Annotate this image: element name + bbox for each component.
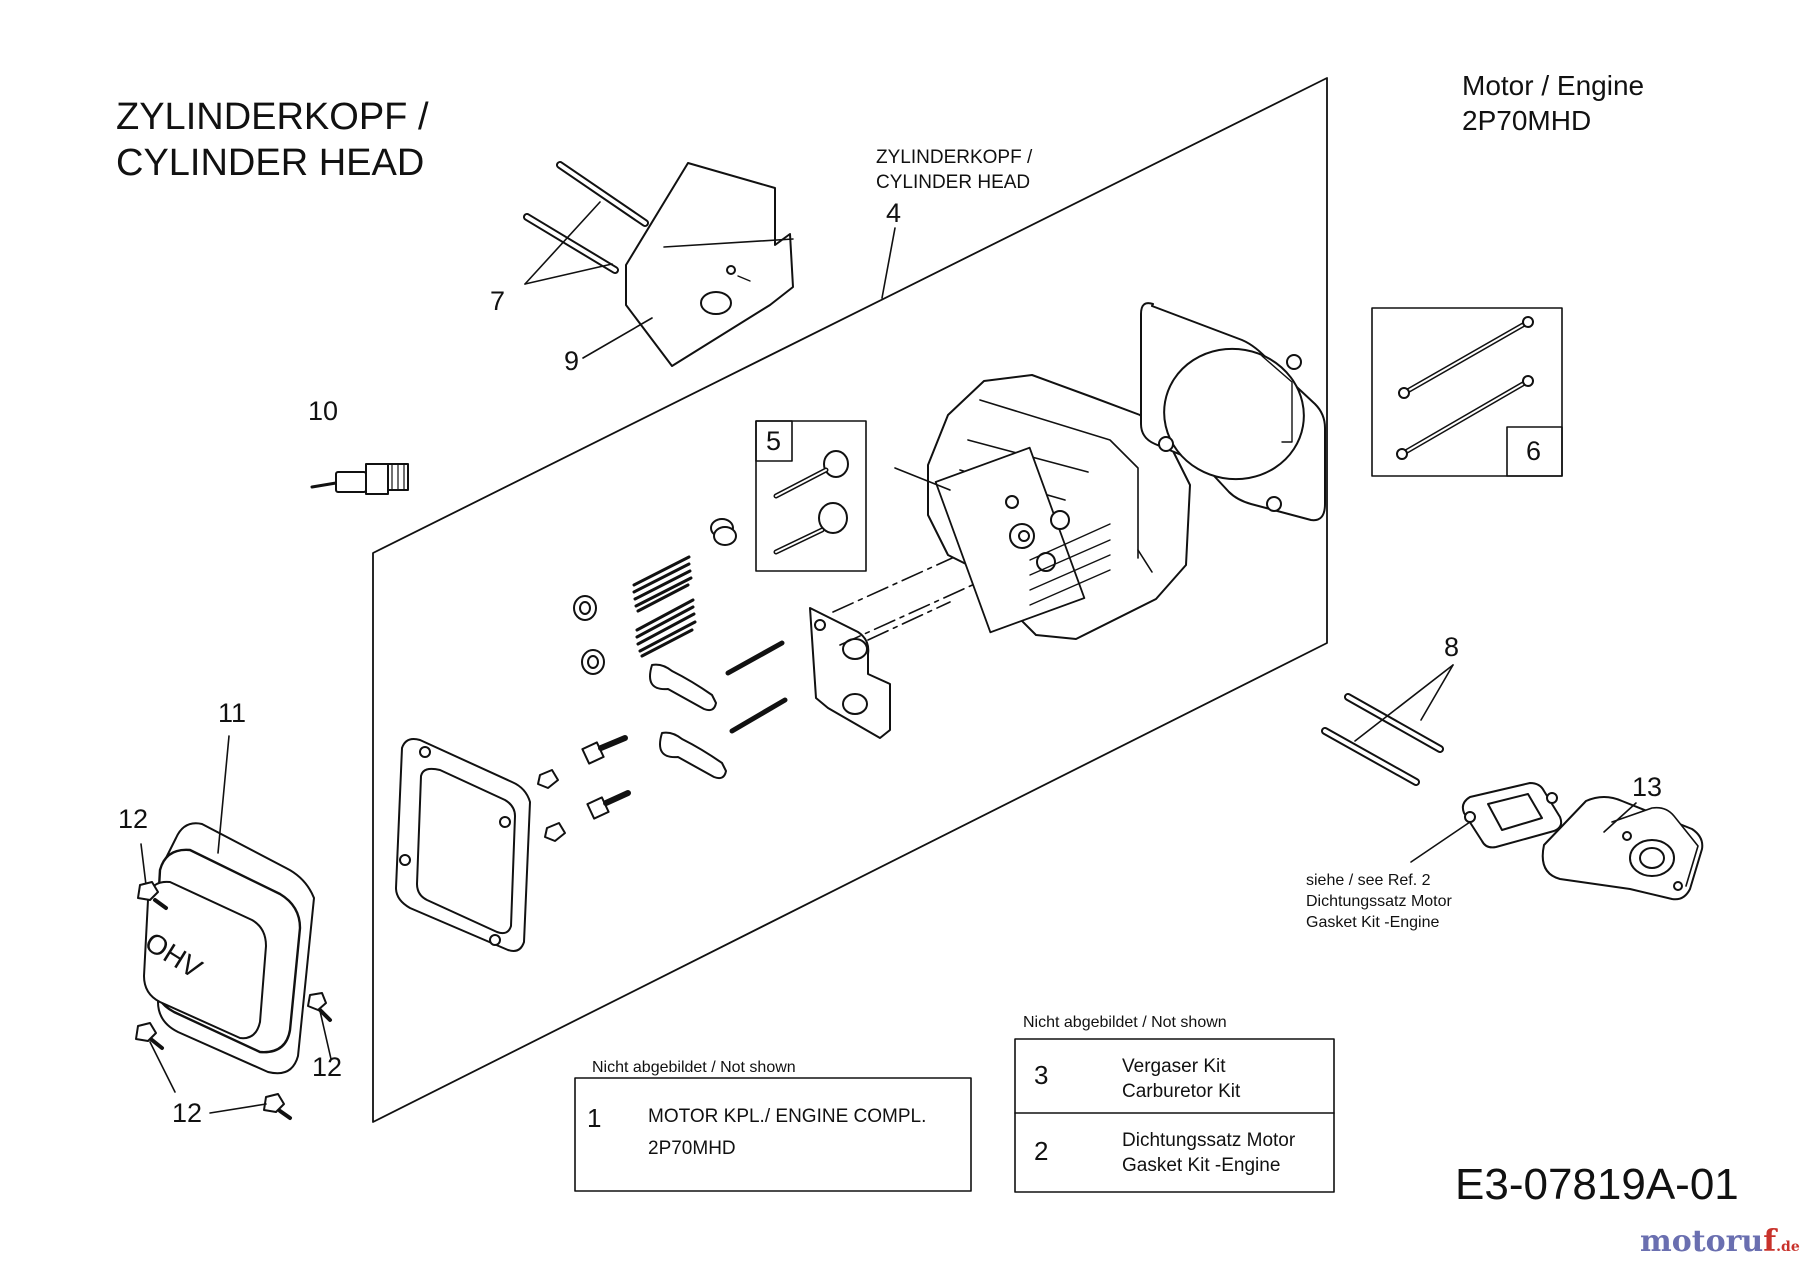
assembly-label-line2: CYLINDER HEAD xyxy=(876,172,1031,193)
studs-item-7 xyxy=(523,161,649,285)
callout-8: 8 xyxy=(1444,632,1460,662)
not-shown-row1-line2: Carburetor Kit xyxy=(1122,1081,1241,1102)
engine-model: 2P70MHD xyxy=(1462,105,1592,136)
rocker-bolts xyxy=(537,735,631,842)
callout-9: 9 xyxy=(564,346,580,376)
rocker-studs xyxy=(725,640,788,734)
rocker-arms xyxy=(649,663,727,780)
valve-guides xyxy=(573,595,605,675)
brand-accent: f xyxy=(1763,1224,1777,1259)
callout-12-right: 12 xyxy=(312,1052,343,1082)
spark-plug-item-10 xyxy=(310,463,409,495)
head-gasket xyxy=(1140,302,1326,522)
engine-line1: Motor / Engine xyxy=(1462,70,1645,101)
callout-12-top: 12 xyxy=(118,804,149,834)
see-note-line3: Gasket Kit -Engine xyxy=(1306,914,1440,931)
not-shown-row1-number: 3 xyxy=(1034,1060,1049,1090)
heat-shield-item-9 xyxy=(582,162,794,367)
not-shown-row2-line1: Dichtungssatz Motor xyxy=(1122,1130,1296,1151)
callout-10: 10 xyxy=(308,396,339,426)
title-line1: ZYLINDERKOPF / xyxy=(116,96,429,138)
see-note-line1: siehe / see Ref. 2 xyxy=(1306,872,1431,889)
not-shown-left-box xyxy=(574,1077,972,1192)
brand-main: motoru xyxy=(1640,1224,1764,1259)
callout-12-bottom: 12 xyxy=(172,1098,203,1128)
studs-item-8 xyxy=(1321,664,1454,786)
callout-4: 4 xyxy=(886,198,902,228)
callout-13: 13 xyxy=(1632,772,1663,802)
brand-logo[interactable]: motoruf.de xyxy=(1640,1224,1800,1259)
assembly-label-line1: ZYLINDERKOPF / xyxy=(876,147,1033,168)
not-shown-right-header: Nicht abgebildet / Not shown xyxy=(1023,1014,1227,1031)
not-shown-row2-number: 2 xyxy=(1034,1136,1049,1166)
not-shown-right-box xyxy=(1014,1038,1335,1193)
valve-springs xyxy=(632,555,697,658)
callout-11: 11 xyxy=(218,698,247,728)
insulator-item-13 xyxy=(1541,796,1704,901)
screws-item-12 xyxy=(135,843,332,1120)
not-shown-row1-line1: Vergaser Kit xyxy=(1122,1056,1226,1077)
not-shown-left-header: Nicht abgebildet / Not shown xyxy=(592,1059,796,1076)
title-line2: CYLINDER HEAD xyxy=(116,142,425,184)
not-shown-left-line2: 2P70MHD xyxy=(648,1138,736,1159)
assembly-outline xyxy=(372,77,1328,1123)
push-rods-item-6 xyxy=(1371,307,1563,477)
valve-cover-item-11 xyxy=(143,735,315,1075)
valve-seal-top xyxy=(710,518,737,546)
brand-suffix: .de xyxy=(1776,1239,1800,1255)
rocker-cover-gasket xyxy=(395,738,531,952)
valves-item-5 xyxy=(755,420,867,572)
leader-4 xyxy=(881,227,896,299)
drawing-code: E3-07819A-01 xyxy=(1455,1160,1739,1209)
callout-5: 5 xyxy=(766,426,782,456)
not-shown-left-line1: MOTOR KPL./ ENGINE COMPL. xyxy=(648,1106,927,1127)
callout-6: 6 xyxy=(1526,436,1542,466)
see-note-line2: Dichtungssatz Motor xyxy=(1306,893,1452,910)
cylinder-head xyxy=(894,374,1191,640)
exhaust-gasket xyxy=(1410,782,1563,863)
not-shown-left-number: 1 xyxy=(587,1103,602,1133)
callout-7: 7 xyxy=(490,286,506,316)
not-shown-row2-line2: Gasket Kit -Engine xyxy=(1122,1155,1281,1176)
